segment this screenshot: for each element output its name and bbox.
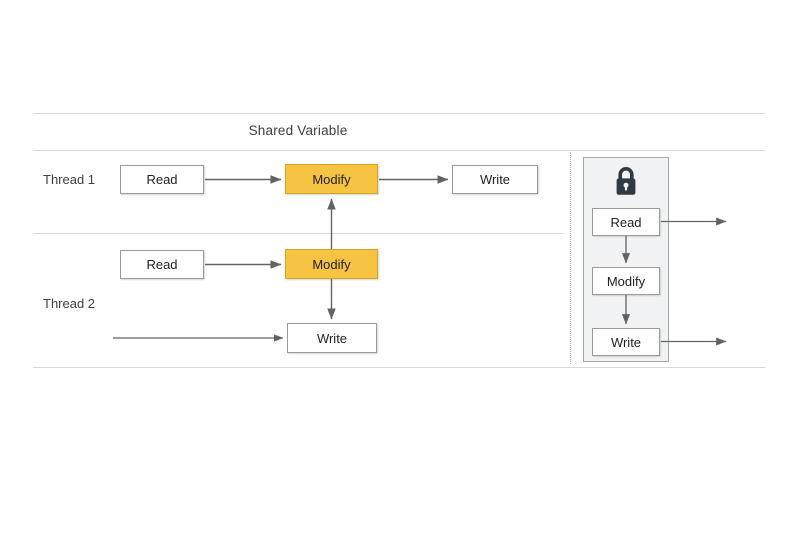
rule-bottom [33, 367, 765, 368]
thread1-step-read[interactable]: Read [120, 165, 204, 194]
thread1-step-modify[interactable]: Modify [285, 164, 378, 194]
rule-thread-divider [33, 233, 563, 234]
thread2-step-write[interactable]: Write [287, 323, 377, 353]
lock-icon [616, 167, 636, 195]
page-title: Shared Variable [248, 123, 348, 138]
rule-top [33, 113, 765, 114]
lock-section-divider [570, 152, 571, 364]
lock-step-write[interactable]: Write [592, 328, 660, 356]
thread-label-2: Thread 2 [43, 296, 96, 311]
thread1-step-write[interactable]: Write [452, 165, 538, 194]
thread2-step-modify[interactable]: Modify [285, 249, 378, 279]
rule-under-title [33, 150, 765, 151]
thread-label-1: Thread 1 [43, 172, 96, 187]
lock-step-read[interactable]: Read [592, 208, 660, 236]
lock-step-modify[interactable]: Modify [592, 267, 660, 295]
thread2-step-read[interactable]: Read [120, 250, 204, 279]
